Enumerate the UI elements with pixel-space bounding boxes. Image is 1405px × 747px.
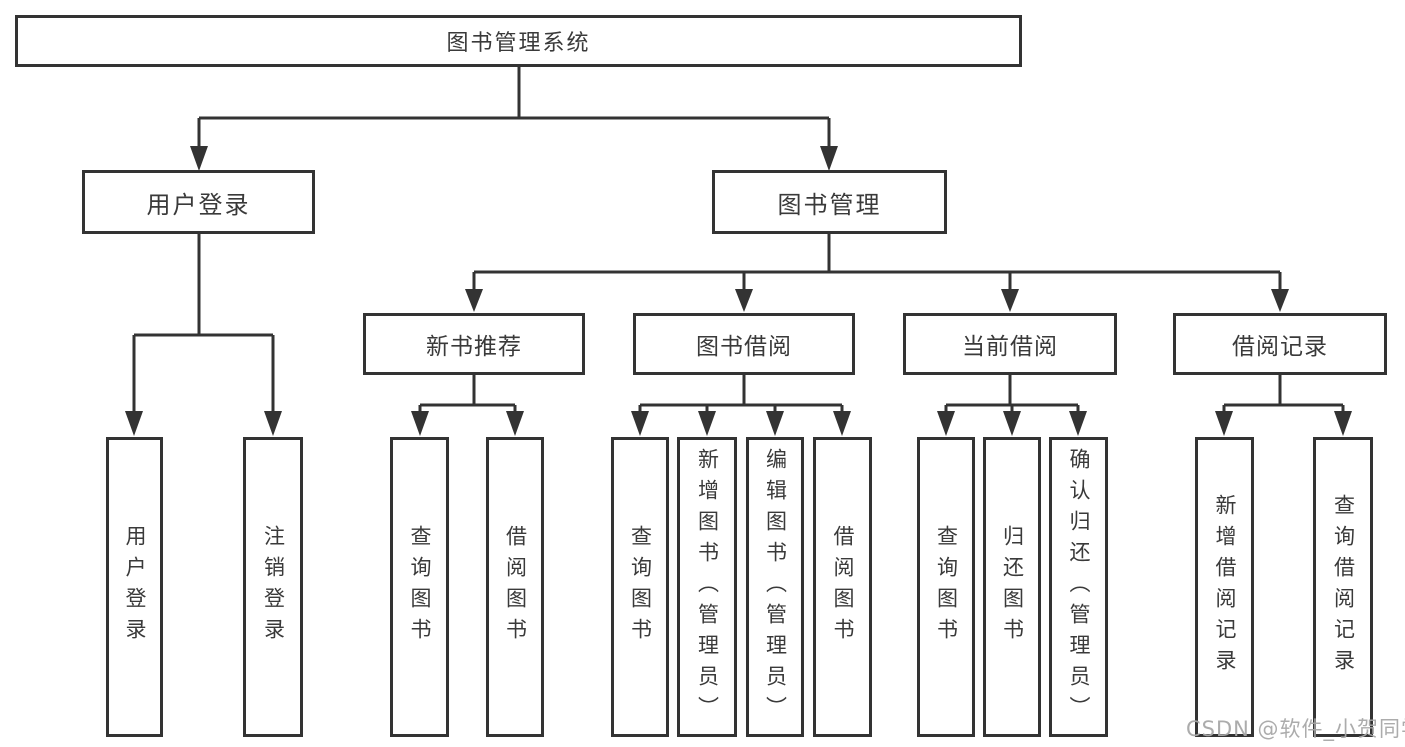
leaf-bb-edit-book-admin-label: 编辑图书（管理员） [763, 447, 788, 727]
arrow-borrow-records [1271, 289, 1289, 312]
leaf-bb-add-book-admin-label: 新增图书（管理员） [695, 447, 720, 727]
node-book-mgmt: 图书管理 [712, 170, 947, 234]
leaf-bb-query-books: 查询图书 [611, 437, 669, 737]
leaf-bb-edit-book-admin: 编辑图书（管理员） [746, 437, 804, 737]
leaf-user-login-label: 用户登录 [123, 525, 148, 649]
leaf-user-login: 用户登录 [106, 437, 163, 737]
node-root: 图书管理系统 [15, 15, 1022, 67]
leaf-br-query-record-label: 查询借阅记录 [1331, 494, 1356, 680]
leaf-cb-return-book-label: 归还图书 [1000, 525, 1025, 649]
leaf-logout: 注销登录 [243, 437, 303, 737]
arrow-book-mgmt [820, 146, 838, 171]
leaf-logout-label: 注销登录 [261, 525, 286, 649]
node-new-book-recommend: 新书推荐 [363, 313, 585, 375]
leaf-nb-query-books-label: 查询图书 [408, 525, 433, 649]
node-book-borrow: 图书借阅 [633, 313, 855, 375]
leaf-bb-borrow-books-label: 借阅图书 [831, 525, 856, 649]
node-user-login-label: 用户登录 [146, 190, 251, 219]
node-current-borrow: 当前借阅 [903, 313, 1117, 375]
arrow-new-book [465, 289, 483, 312]
leaf-nb-query-books: 查询图书 [390, 437, 449, 737]
leaf-cb-confirm-return-admin-label: 确认归还（管理员） [1067, 447, 1092, 727]
leaf-cb-query-books-label: 查询图书 [934, 525, 959, 649]
leaf-bb-borrow-books: 借阅图书 [813, 437, 872, 737]
node-book-borrow-label: 图书借阅 [696, 334, 792, 360]
node-borrow-records-label: 借阅记录 [1232, 334, 1328, 360]
leaf-br-query-record: 查询借阅记录 [1313, 437, 1373, 737]
leaf-br-add-record-label: 新增借阅记录 [1213, 494, 1238, 680]
leaf-bb-add-book-admin: 新增图书（管理员） [677, 437, 737, 737]
arrow-book-borrow [735, 289, 753, 312]
leaf-cb-return-book: 归还图书 [983, 437, 1041, 737]
leaf-cb-confirm-return-admin: 确认归还（管理员） [1049, 437, 1108, 737]
node-new-book-recommend-label: 新书推荐 [426, 334, 522, 360]
arrow-user-login [190, 146, 208, 171]
node-borrow-records: 借阅记录 [1173, 313, 1387, 375]
leaf-br-add-record: 新增借阅记录 [1195, 437, 1254, 737]
node-book-mgmt-label: 图书管理 [777, 190, 882, 219]
leaf-bb-query-books-label: 查询图书 [628, 525, 653, 649]
arrow-current-borrow [1001, 289, 1019, 312]
csdn-watermark: CSDN @软件_小贺同学 [1186, 717, 1405, 741]
node-user-login: 用户登录 [82, 170, 315, 234]
leaf-cb-query-books: 查询图书 [917, 437, 975, 737]
node-root-label: 图书管理系统 [446, 31, 591, 56]
leaf-nb-borrow-books-label: 借阅图书 [503, 525, 528, 649]
leaf-nb-borrow-books: 借阅图书 [486, 437, 544, 737]
node-current-borrow-label: 当前借阅 [962, 334, 1058, 360]
arrowheads [125, 146, 1352, 436]
